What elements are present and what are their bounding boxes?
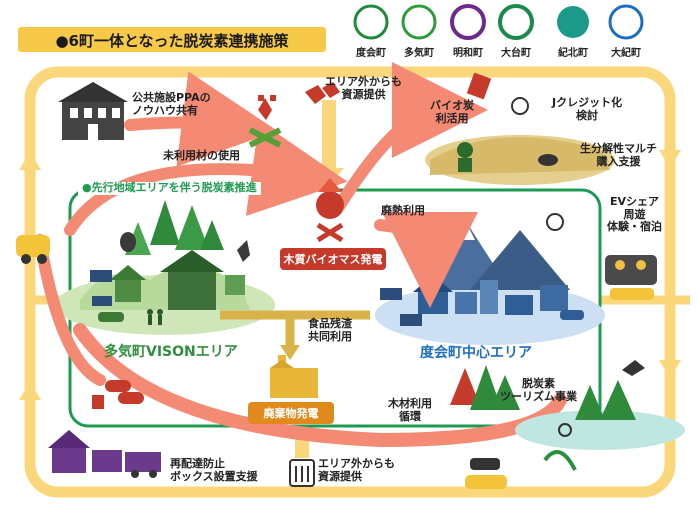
label-tourism: 脱炭素 ツーリズム事業 — [500, 377, 577, 403]
resources-bottom-icon — [289, 459, 315, 487]
municipality-caption-taki: 多気町 — [404, 48, 434, 59]
food-residue-connector — [220, 310, 370, 360]
label-mulch: 生分解性マルチ 購入支援 — [580, 142, 657, 168]
ev-bottom-icon — [465, 458, 507, 489]
logs-icon — [92, 380, 144, 409]
biomass-plant-badge: 木質バイオマス発電 — [280, 248, 386, 270]
page-title: ●6町一体となった脱炭素連携施策 — [55, 32, 289, 50]
biomass-plant-icon — [316, 178, 344, 243]
waste-plant-icon — [270, 355, 318, 398]
label-public-ppa: 公共施設PPAの ノウハウ共有 — [132, 91, 211, 117]
label-jcredit: Jクレジット化 検討 — [552, 96, 623, 122]
label-unused-wood: 未利用材の使用 — [163, 149, 240, 162]
municipality-caption-watarai: 度会町 — [356, 48, 386, 59]
wood-cycle-icon — [450, 365, 520, 410]
farm-area — [425, 72, 615, 185]
label-food-residue: 食品残渣 共同利用 — [308, 317, 352, 343]
municipality-logos — [353, 4, 644, 40]
kihoku-logo-icon — [557, 6, 589, 38]
title-banner: ●6町一体となった脱炭素連携施策 — [18, 27, 326, 52]
municipality-caption-taiki: 大紀町 — [611, 48, 641, 59]
label-ev-share: EVシェア 周遊 体験・宿泊 — [607, 195, 662, 234]
loop-arrow-left-top — [19, 152, 41, 170]
public-facility-icon — [58, 82, 128, 140]
pilot-area-label: ●先行地域エリアを伴う脱炭素推進 — [78, 181, 261, 195]
firewood-icon — [248, 95, 282, 148]
area-name-right: 度会町中心エリア — [420, 345, 532, 361]
loop-arrow-right-top — [659, 150, 681, 168]
taiki-logo-icon — [608, 4, 644, 40]
ev-left-icon — [16, 235, 50, 264]
label-delivery-box: 再配達防止 ボックス設置支援 — [170, 457, 258, 483]
resources-top-icon — [305, 82, 340, 104]
loop-arrow-right-bottom — [659, 360, 681, 378]
area-name-left: 多気町VISONエリア — [104, 344, 238, 360]
taki-logo-icon — [401, 4, 437, 40]
meiwa-logo-icon — [450, 4, 486, 40]
tourism-area — [515, 360, 685, 471]
loop-arrow-left-bottom — [19, 382, 41, 400]
municipality-caption-kihoku: 紀北町 — [558, 48, 588, 59]
watarai-logo-icon — [353, 4, 389, 40]
label-wood-cycle: 木材利用 循環 — [388, 397, 432, 423]
delivery-box-icon — [48, 430, 161, 478]
municipality-caption-meiwa: 明和町 — [453, 48, 483, 59]
ev-share-icon — [605, 255, 657, 300]
label-waste-heat: 廃熱利用 — [381, 204, 425, 217]
municipality-caption-odai: 大台町 — [501, 48, 531, 59]
odai-logo-icon — [498, 4, 534, 40]
waste-plant-badge: 廃棄物発電 — [248, 402, 334, 424]
label-resources-bottom: エリア外からも 資源提供 — [318, 457, 395, 483]
label-biochar: バイオ炭 利活用 — [430, 99, 474, 125]
label-resources-top: エリア外からも 資源提供 — [325, 75, 402, 101]
left-area-island — [55, 200, 275, 335]
